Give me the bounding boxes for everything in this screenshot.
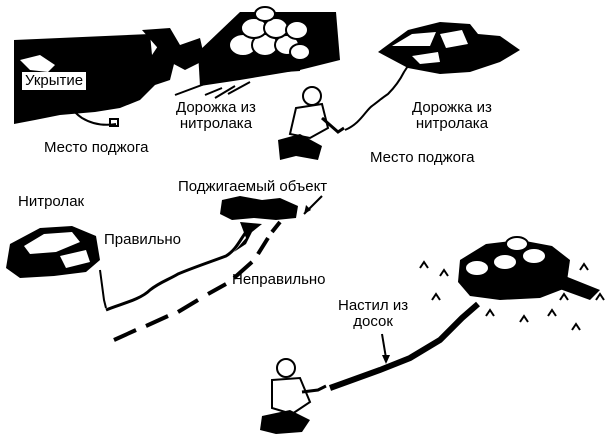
label-plank-walkway-line1: Настил из [338, 297, 409, 314]
label-plank-walkway: Настил из досок [338, 298, 408, 330]
nitrolac-canister [6, 226, 107, 309]
barrels [458, 236, 600, 300]
lacquer-trail-top [344, 61, 415, 131]
target-object [220, 196, 298, 252]
grass-tufts [419, 260, 605, 331]
crouching-person-bottom [260, 358, 327, 434]
label-lacquer-path-1-line2: нитролака [179, 115, 253, 132]
correct-trail [105, 231, 248, 312]
log-pile [174, 6, 340, 99]
shelter-wall [14, 28, 205, 124]
label-lacquer-path-2: Дорожка из нитролака [412, 100, 492, 132]
label-nitrolac: Нитролак [18, 193, 85, 210]
label-incorrect: Неправильно [232, 271, 326, 288]
label-plank-walkway-line2: досок [353, 313, 393, 330]
target-pile-top-right [378, 22, 520, 74]
label-lacquer-path-2-line1: Дорожка из [412, 99, 492, 116]
kneeling-person-top [278, 86, 345, 160]
label-lacquer-path-1-line1: Дорожка из [176, 99, 256, 116]
label-target-object: Поджигаемый объект [178, 178, 328, 195]
label-lacquer-path-1: Дорожка из нитролака [176, 100, 256, 132]
label-ignition-point-1: Место поджога [44, 139, 149, 156]
incorrect-trail [113, 220, 282, 342]
plank-walkway [328, 301, 480, 391]
label-ignition-point-2: Место поджога [370, 149, 475, 166]
shelter-path [63, 85, 119, 127]
label-lacquer-path-2-line2: нитролака [415, 115, 489, 132]
label-correct: Правильно [104, 231, 182, 248]
planks-pointer [381, 333, 387, 359]
label-shelter: Укрытие [22, 72, 87, 90]
